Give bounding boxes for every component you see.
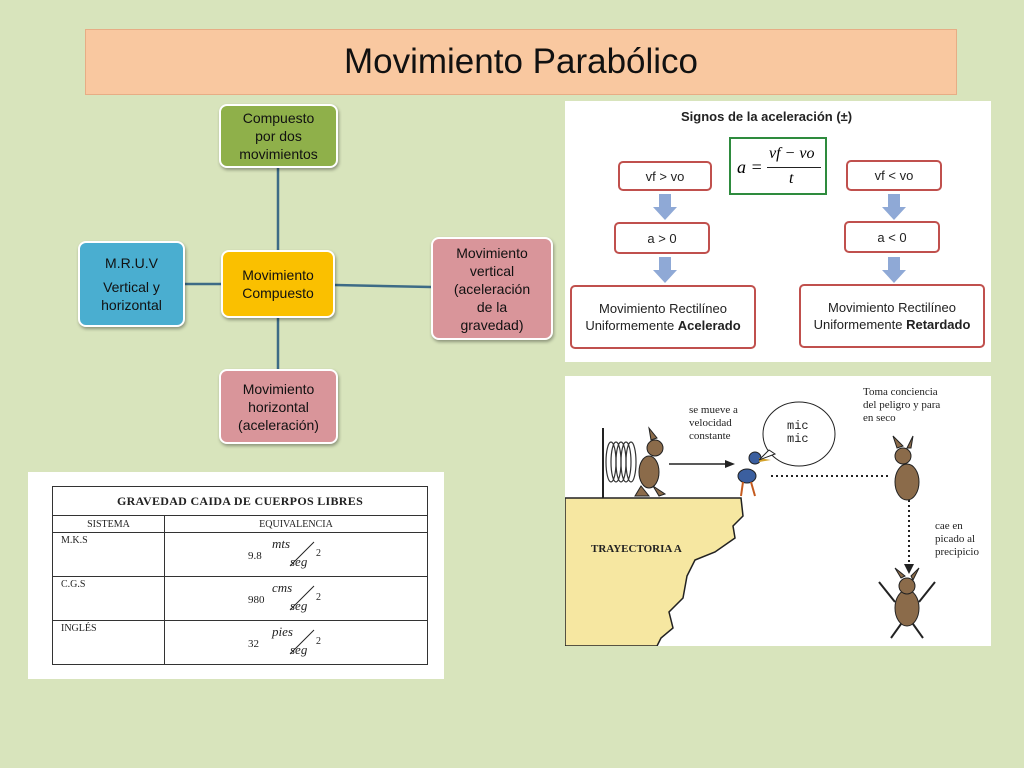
result-left-line1: Movimiento Rectilíneo [599, 301, 727, 316]
unit-denominator: seg [290, 598, 308, 613]
text-bubble: mic mic [787, 419, 809, 446]
result-right-line1: Movimiento Rectilíneo [828, 300, 956, 315]
node-left-sub: Vertical y horizontal [101, 279, 162, 313]
cartoon-illustration [565, 401, 936, 646]
node-composed-two-movements: Compuesto por dos movimientos [219, 104, 338, 168]
unit-exponent: 2 [316, 592, 321, 603]
result-right-bold: Retardado [906, 317, 971, 332]
down-arrow-icon [882, 194, 906, 220]
cartoon-scene-figure: se mueve a velocidad constante mic mic T… [565, 376, 991, 646]
value-cell: 980 [248, 594, 265, 606]
formula-denominator: t [789, 170, 794, 187]
result-right-box: Movimiento Rectilíneo Uniformemente Reta… [799, 284, 985, 348]
text-aware: Toma conciencia del peligro y para en se… [863, 386, 941, 424]
acceleration-formula: a = vf − vo t [729, 137, 827, 195]
col-header-equivalence: EQUIVALENCIA [164, 515, 428, 533]
node-right-label: Movimiento vertical (aceleración de la g… [453, 244, 531, 333]
gravity-table-figure: GRAVEDAD CAIDA DE CUERPOS LIBRES SISTEMA… [28, 472, 444, 679]
roadrunner-icon [737, 451, 771, 497]
node-top-label: Compuesto por dos movimientos [239, 110, 318, 162]
result-left-box: Movimiento Rectilíneo Uniformemente Acel… [570, 285, 756, 349]
value-cell: 32 [248, 638, 259, 650]
unit-exponent: 2 [316, 548, 321, 559]
coyote-icon [634, 426, 667, 497]
unit-denominator: seg [290, 642, 308, 657]
connector-right [334, 283, 432, 289]
text-trajectory: TRAYECTORIA A [591, 543, 682, 555]
col-header-system: SISTEMA [52, 515, 165, 533]
unit-numerator: pies [272, 624, 293, 639]
system-cell: C.G.S [52, 576, 165, 621]
cond-left-box: vf > vo [618, 161, 712, 191]
gravity-table: GRAVEDAD CAIDA DE CUERPOS LIBRES SISTEMA… [52, 486, 428, 665]
unit-denominator: seg [290, 554, 308, 569]
cond-left-text: vf > vo [645, 168, 685, 184]
node-mruv: M.R.U.V Vertical y horizontal [78, 241, 185, 327]
fraction-slash [289, 585, 315, 611]
fraction-bar [767, 167, 821, 168]
formula-lhs: a = [737, 157, 763, 177]
text-falls: cae en picado al precipicio [935, 520, 979, 558]
concept-map-connectors [185, 168, 432, 369]
cond-right-box: vf < vo [846, 160, 942, 191]
result-right-plain: Uniformemente [813, 317, 907, 332]
system-cell: M.K.S [52, 532, 165, 577]
page-title: Movimiento Parabólico [343, 42, 699, 81]
sign-right-box: a < 0 [844, 221, 940, 253]
cliff-shape [565, 497, 744, 646]
formula-numerator: vf − vo [769, 145, 815, 162]
arrow-head-icon [904, 564, 914, 574]
table-row: M.K.S 9.8 mts seg 2 [52, 532, 428, 577]
acceleration-signs-figure: Signos de la aceleración (±) a = vf − vo… [565, 101, 991, 362]
down-arrow-icon [882, 257, 906, 283]
unit-numerator: cms [272, 580, 293, 595]
result-left-bold: Acelerado [677, 318, 741, 333]
unit-numerator: mts [272, 536, 291, 551]
text-moves: se mueve a velocidad constante [689, 404, 738, 442]
coyote-stopped-icon [892, 435, 920, 501]
unit-exponent: 2 [316, 636, 321, 647]
sign-left-box: a > 0 [614, 222, 710, 254]
result-left-plain: Uniformemente [585, 318, 678, 333]
node-horizontal-movement: Movimiento horizontal (aceleración) [219, 369, 338, 444]
arrow-head-icon [725, 460, 735, 468]
title-banner: Movimiento Parabólico [85, 29, 957, 95]
node-center-label: Movimiento Compuesto [242, 267, 314, 301]
node-left-title: M.R.U.V [105, 255, 158, 271]
down-arrow-icon [653, 257, 677, 283]
fraction-slash [289, 541, 315, 567]
node-compound-movement: Movimiento Compuesto [221, 250, 335, 318]
node-vertical-movement: Movimiento vertical (aceleración de la g… [431, 237, 553, 340]
speech-bubble [762, 401, 836, 467]
node-bottom-label: Movimiento horizontal (aceleración) [238, 380, 319, 433]
coil-spring-icon [605, 441, 637, 483]
coyote-falling-icon [878, 567, 936, 639]
down-arrow-icon [653, 194, 677, 220]
system-cell: INGLÉS [52, 620, 165, 665]
sign-right-text: a < 0 [877, 229, 907, 245]
fraction-slash [289, 629, 315, 655]
table-row: C.G.S 980 cms seg 2 [52, 576, 428, 621]
signs-title: Signos de la aceleración (±) [681, 109, 853, 124]
table-row: INGLÉS 32 pies seg 2 [52, 620, 428, 665]
gravity-table-title: GRAVEDAD CAIDA DE CUERPOS LIBRES [52, 486, 428, 516]
sign-left-text: a > 0 [647, 230, 677, 246]
cond-right-text: vf < vo [874, 168, 914, 183]
value-cell: 9.8 [248, 550, 262, 562]
